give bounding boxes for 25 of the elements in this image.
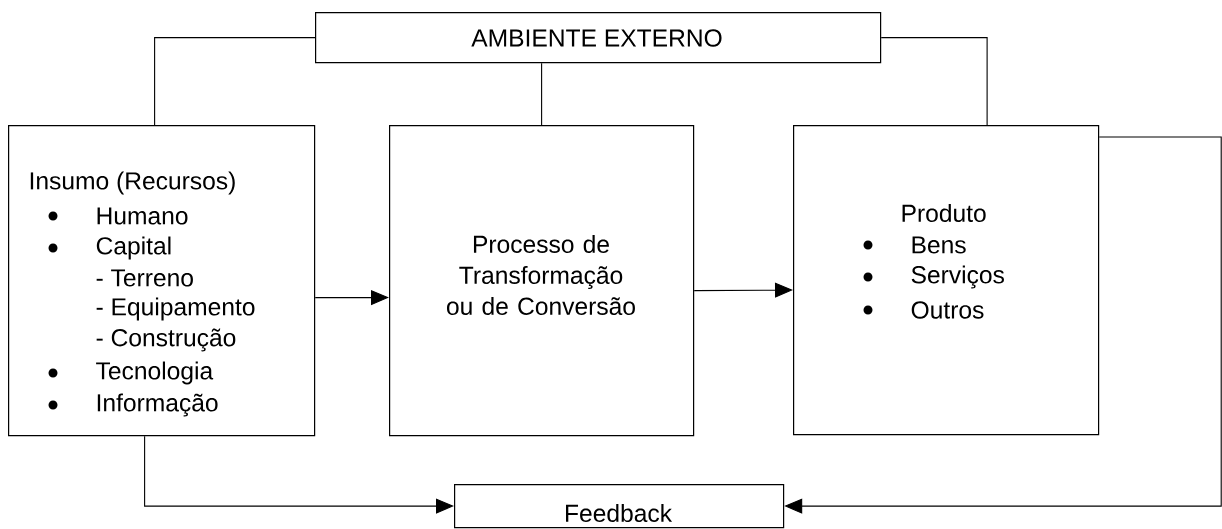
box-label: - Terreno xyxy=(96,269,193,287)
list-item: Informação xyxy=(48,393,218,417)
arrow xyxy=(693,282,793,298)
list-item: Humano xyxy=(48,207,188,225)
environment-box xyxy=(315,12,882,64)
connector-line xyxy=(154,37,316,126)
connector-line xyxy=(541,62,543,126)
box-label: - Construção xyxy=(96,328,236,352)
box-label: AMBIENTE EXTERNO xyxy=(471,29,722,47)
list-item: Tecnologia xyxy=(48,361,214,385)
list-item: Bens xyxy=(863,236,966,254)
process-box xyxy=(389,125,695,437)
heading: Produto xyxy=(902,203,986,222)
feedback-box xyxy=(454,483,785,529)
connector-line xyxy=(880,37,988,126)
box-label: - Equipamento xyxy=(96,297,255,321)
list-item: Serviços xyxy=(863,265,1004,289)
arrow xyxy=(144,435,454,514)
box-label: Feedback xyxy=(566,503,673,522)
list-item: Outros xyxy=(863,301,984,319)
box-label: Processo de Transformação ou de Conversão xyxy=(447,234,635,315)
list-item: Capital xyxy=(48,236,171,260)
output-box xyxy=(793,125,1100,436)
input-box xyxy=(8,125,316,437)
heading: Insumo (Recursos) xyxy=(30,171,235,195)
